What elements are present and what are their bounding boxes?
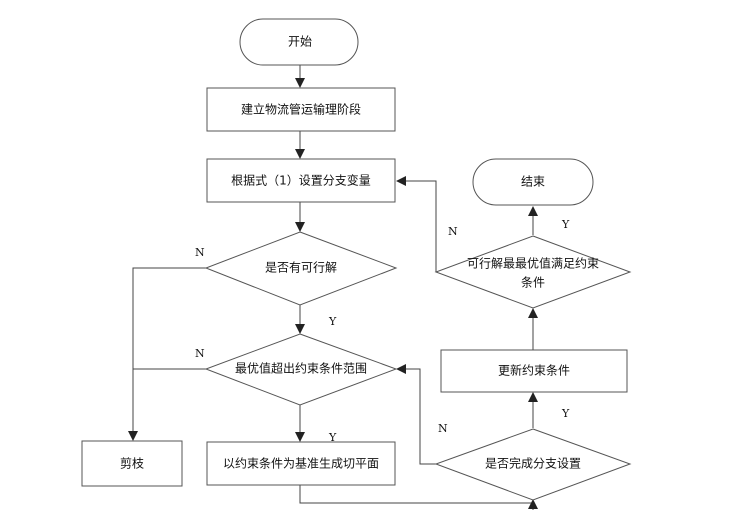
label-yes-optimal: Y xyxy=(328,431,337,444)
optimal-exceeds-label: 最优值超出约束条件范围 xyxy=(235,361,367,376)
feasible-decision-node: 是否有可行解 xyxy=(204,231,398,306)
edge-feasible-no-to-prune xyxy=(128,267,206,441)
label-yes-feasible: Y xyxy=(328,315,337,328)
build-stage-node: 建立物流管运输理阶段 xyxy=(206,87,396,132)
generate-cut-label: 以约束条件为基准生成切平面 xyxy=(223,456,379,471)
satisfies-decision-node: 可行解最最优值满足约束 条件 xyxy=(434,235,632,309)
edge-satisfies-no-to-branch xyxy=(396,176,437,272)
satisfies-label-line2: 条件 xyxy=(521,276,545,290)
edge-cut-to-branchdone xyxy=(299,485,533,504)
branch-done-node: 是否完成分支设置 xyxy=(434,428,632,501)
label-yes-satisfies: Y xyxy=(561,218,570,231)
edge-labels: N Y N Y N Y Y N xyxy=(195,218,570,444)
prune-label: 剪枝 xyxy=(120,456,144,471)
label-yes-branchdone: Y xyxy=(561,407,570,420)
label-no-branchdone: N xyxy=(438,422,448,435)
label-no-optimal: N xyxy=(195,347,205,360)
satisfies-label-line1: 可行解最最优值满足约束 xyxy=(467,256,599,271)
feasible-decision-label: 是否有可行解 xyxy=(265,261,337,275)
set-branch-node: 根据式（1）设置分支变量 xyxy=(206,158,396,203)
end-node: 结束 xyxy=(472,158,594,206)
prune-node: 剪枝 xyxy=(81,440,183,487)
start-label: 开始 xyxy=(288,35,312,49)
start-node: 开始 xyxy=(239,18,359,66)
branch-done-label: 是否完成分支设置 xyxy=(485,456,581,471)
edges xyxy=(128,65,538,510)
set-branch-label: 根据式（1）设置分支变量 xyxy=(231,173,371,188)
edge-branchdone-no-to-optimal xyxy=(396,364,436,465)
label-no-feasible: N xyxy=(195,246,205,259)
generate-cut-node: 以约束条件为基准生成切平面 xyxy=(206,441,396,486)
update-constraints-node: 更新约束条件 xyxy=(440,349,628,393)
optimal-exceeds-node: 最优值超出约束条件范围 xyxy=(204,333,398,406)
end-label: 结束 xyxy=(521,175,545,189)
update-constraints-label: 更新约束条件 xyxy=(498,363,570,378)
build-stage-label: 建立物流管运输理阶段 xyxy=(241,102,361,117)
label-no-satisfies: N xyxy=(448,225,458,238)
